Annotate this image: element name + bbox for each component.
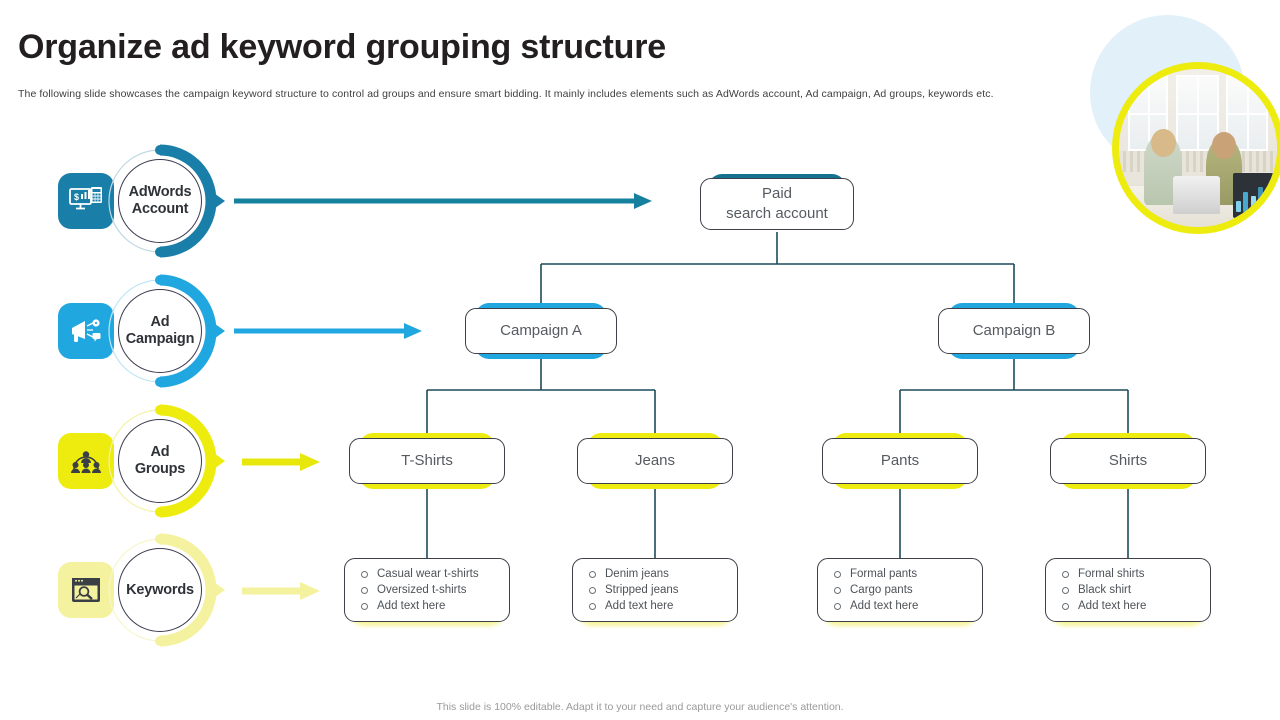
node-paid-search-account[interactable]: Paid search account: [700, 174, 854, 230]
node-box: T-Shirts: [349, 438, 505, 484]
node-label-line1: Paid: [761, 185, 792, 202]
keyword-box-jeans[interactable]: Denim jeans Stripped jeans Add text here: [572, 558, 738, 626]
keywords-label-core: Keywords: [118, 548, 202, 632]
ad-groups-label-core: Ad Groups: [118, 419, 202, 503]
node-box: Paid search account: [700, 178, 854, 230]
rail-label-line1: Keywords: [126, 581, 194, 598]
node-ad-group-tshirts[interactable]: T-Shirts: [349, 433, 505, 489]
rail-label-line1: Ad: [150, 314, 170, 330]
slide-footer-note: This slide is 100% editable. Adapt it to…: [436, 701, 844, 713]
ad-campaign-ring: Ad Campaign: [100, 271, 225, 391]
rail-arrow-adwords: [234, 191, 654, 211]
rail-label-line1: AdWords: [128, 184, 192, 200]
adwords-account-badge: $: [58, 173, 114, 229]
rail-label-line2: Account: [131, 201, 189, 217]
adwords-account-label-core: AdWords Account: [118, 159, 202, 243]
list-item: Add text here: [361, 598, 479, 614]
node-label-line2: search account: [726, 205, 828, 222]
list-item: Add text here: [1062, 598, 1146, 614]
node-box: Campaign B: [938, 308, 1090, 354]
keyword-box-tshirts[interactable]: Casual wear t-shirts Oversized t-shirts …: [344, 558, 510, 626]
node-label: Campaign A: [500, 322, 582, 339]
search-window-icon: [70, 576, 102, 604]
keyword-list: Casual wear t-shirts Oversized t-shirts …: [345, 566, 479, 614]
ad-groups-badge: [58, 433, 114, 489]
ad-campaign-label-core: Ad Campaign: [118, 289, 202, 373]
list-item: Formal shirts: [1062, 566, 1146, 582]
keyword-box-body: Formal shirts Black shirt Add text here: [1045, 558, 1211, 622]
keyword-box-pants[interactable]: Formal pants Cargo pants Add text here: [817, 558, 983, 626]
node-ad-group-shirts[interactable]: Shirts: [1050, 433, 1206, 489]
rail-row-adwords-account[interactable]: $: [0, 141, 652, 261]
list-item: Casual wear t-shirts: [361, 566, 479, 582]
rail-row-ad-groups[interactable]: Ad Groups: [0, 401, 320, 521]
list-item: Denim jeans: [589, 566, 679, 582]
node-box: Jeans: [577, 438, 733, 484]
node-campaign-b[interactable]: Campaign B: [938, 303, 1090, 359]
monitor-dollar-icon: $: [69, 186, 103, 216]
team-photo-circle: [1112, 62, 1280, 234]
ad-campaign-badge: [58, 303, 114, 359]
node-campaign-a[interactable]: Campaign A: [465, 303, 617, 359]
rail-arrow-keywords: [242, 580, 322, 602]
list-item: Stripped jeans: [589, 582, 679, 598]
list-item: Add text here: [589, 598, 679, 614]
node-label: Campaign B: [972, 322, 1056, 339]
megaphone-icon: [69, 316, 103, 346]
node-box: Pants: [822, 438, 978, 484]
rail-label-line2: Campaign: [125, 331, 195, 347]
rail-label-line1: Ad: [150, 444, 170, 460]
keywords-ring: Keywords: [100, 530, 225, 650]
node-ad-group-jeans[interactable]: Jeans: [577, 433, 733, 489]
keywords-badge: [58, 562, 114, 618]
node-ad-group-pants[interactable]: Pants: [822, 433, 978, 489]
page-subtitle: The following slide showcases the campai…: [18, 88, 994, 100]
keyword-box-body: Casual wear t-shirts Oversized t-shirts …: [344, 558, 510, 622]
list-item: Black shirt: [1062, 582, 1146, 598]
node-label: Pants: [880, 452, 920, 469]
list-item: Add text here: [834, 598, 918, 614]
keyword-box-shirts[interactable]: Formal shirts Black shirt Add text here: [1045, 558, 1211, 626]
rail-arrow-campaign: [234, 321, 424, 341]
rail-row-keywords[interactable]: Keywords: [0, 530, 320, 650]
rail-arrow-adgroups: [242, 451, 322, 473]
list-item: Cargo pants: [834, 582, 918, 598]
list-item: Formal pants: [834, 566, 918, 582]
keyword-list: Denim jeans Stripped jeans Add text here: [573, 566, 679, 614]
keyword-box-body: Denim jeans Stripped jeans Add text here: [572, 558, 738, 622]
keyword-box-body: Formal pants Cargo pants Add text here: [817, 558, 983, 622]
node-label: Jeans: [634, 452, 676, 469]
page-title: Organize ad keyword grouping structure: [18, 28, 666, 66]
svg-text:$: $: [74, 192, 79, 202]
list-item: Oversized t-shirts: [361, 582, 479, 598]
rail-row-ad-campaign[interactable]: Ad Campaign: [0, 271, 422, 391]
keyword-list: Formal pants Cargo pants Add text here: [818, 566, 918, 614]
adwords-account-ring: AdWords Account: [100, 141, 225, 261]
node-box: Campaign A: [465, 308, 617, 354]
keyword-list: Formal shirts Black shirt Add text here: [1046, 566, 1146, 614]
node-label: T-Shirts: [401, 452, 453, 469]
ad-groups-ring: Ad Groups: [100, 401, 225, 521]
node-label: Shirts: [1108, 452, 1148, 469]
node-box: Shirts: [1050, 438, 1206, 484]
rail-label-line2: Groups: [134, 461, 186, 477]
people-group-icon: [70, 447, 102, 475]
team-photo: [1119, 69, 1277, 227]
